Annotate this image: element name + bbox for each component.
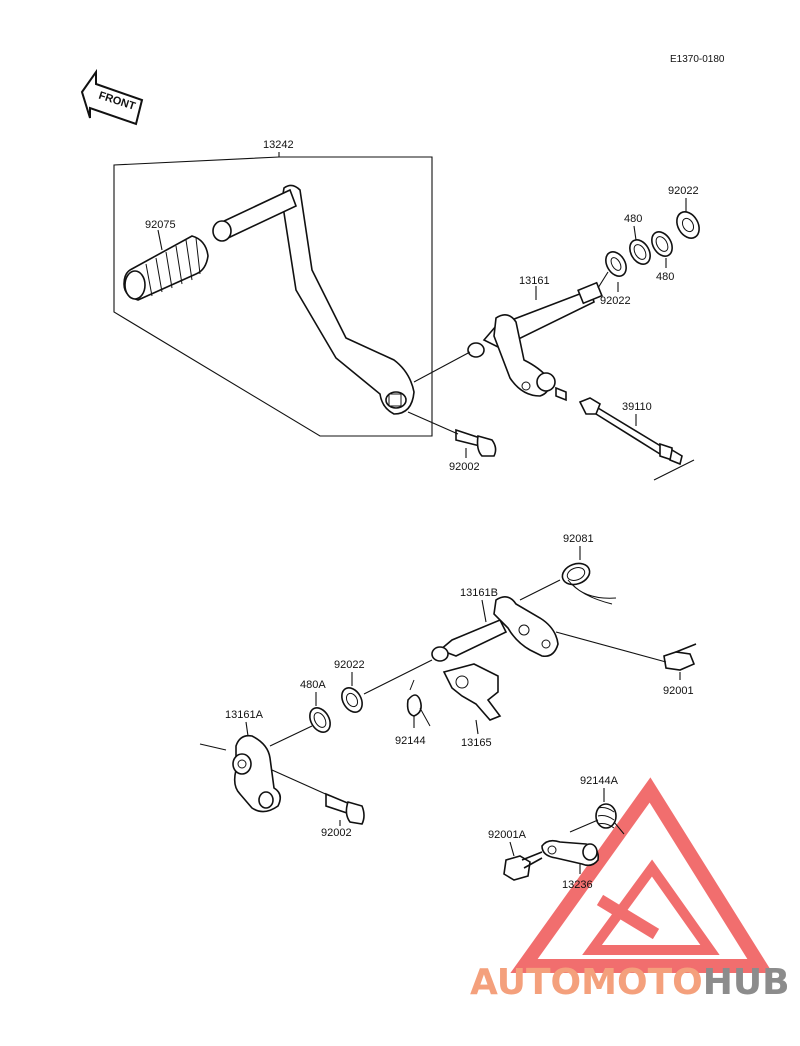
leader-13161A-b xyxy=(199,743,227,751)
washer-92022-mid xyxy=(605,251,627,277)
bolt-92001A xyxy=(503,851,543,881)
bracket-13236 xyxy=(541,839,600,867)
shift-shaft-13161B xyxy=(431,596,559,662)
watermark-brand: AUTOMOTOHUB xyxy=(470,962,790,1003)
leader-13161A xyxy=(245,721,249,737)
leader-92002-lower-a xyxy=(271,769,331,797)
plate-13165 xyxy=(442,663,502,721)
rubber-footpeg-92075 xyxy=(123,235,209,301)
label-13242: 13242 xyxy=(263,139,294,151)
label-92002-upper: 92002 xyxy=(449,461,480,473)
bolt-92001 xyxy=(663,643,697,671)
leader-480-upper xyxy=(633,225,637,241)
washer-92022-lower xyxy=(341,687,363,713)
circlip-480-upper xyxy=(629,239,651,265)
label-92144: 92144 xyxy=(395,735,426,747)
front-arrow-icon: FRONT xyxy=(80,68,144,126)
leader-92022-mid xyxy=(597,271,609,289)
leader-shaft-lower xyxy=(363,659,433,695)
shift-arm-13161A xyxy=(232,734,282,813)
label-39110: 39110 xyxy=(622,401,652,413)
label-13236: 13236 xyxy=(562,879,593,891)
watermark-brand-a: AUTOMOTO xyxy=(470,962,703,1003)
bolt-92002-lower xyxy=(325,792,365,825)
leader-13161B xyxy=(481,599,487,623)
shift-shaft-13161 xyxy=(467,281,603,402)
label-480-upper: 480 xyxy=(624,213,642,225)
label-480-mid: 480 xyxy=(656,271,674,283)
spring-92144 xyxy=(406,679,431,727)
label-13161: 13161 xyxy=(519,275,550,287)
label-92001A: 92001A xyxy=(488,829,527,841)
label-92144A: 92144A xyxy=(580,775,619,787)
label-92001: 92001 xyxy=(663,685,694,697)
label-92081: 92081 xyxy=(563,533,594,545)
tie-rod-39110 xyxy=(578,397,683,466)
leader-92002-upper-a xyxy=(407,411,459,435)
drawing-code: E1370-0180 xyxy=(670,54,725,65)
label-13161B: 13161B xyxy=(460,587,498,599)
label-480A: 480A xyxy=(300,679,326,691)
bolt-92002-upper xyxy=(455,428,497,457)
circlip-480-mid xyxy=(651,231,673,257)
label-92022-mid: 92022 xyxy=(600,295,631,307)
leader-92081-b xyxy=(519,579,561,601)
label-92022-upper: 92022 xyxy=(668,185,699,197)
spring-92081 xyxy=(561,562,617,605)
circlip-480A xyxy=(309,707,331,733)
label-13165: 13165 xyxy=(461,737,492,749)
leader-lever-shaft xyxy=(413,351,471,383)
watermark-brand-b: HUB xyxy=(703,962,790,1003)
leader-92075 xyxy=(157,229,163,251)
assembly-boundary-13242 xyxy=(113,156,433,437)
leader-13165 xyxy=(475,719,479,735)
leader-39110-b xyxy=(653,459,695,481)
leader-480A-b xyxy=(269,725,313,747)
washer-92022-upper xyxy=(676,211,700,239)
label-92075: 92075 xyxy=(145,219,176,231)
leader-92144A-b xyxy=(569,819,599,833)
watermark-logo xyxy=(510,777,773,973)
leader-92001-a xyxy=(555,631,667,663)
label-13161A: 13161A xyxy=(225,709,264,721)
shift-pedal-lever xyxy=(212,184,415,415)
label-92002-lower: 92002 xyxy=(321,827,352,839)
leader-92001A xyxy=(509,841,515,857)
label-92022-lower: 92022 xyxy=(334,659,365,671)
spring-92144A xyxy=(595,803,625,835)
